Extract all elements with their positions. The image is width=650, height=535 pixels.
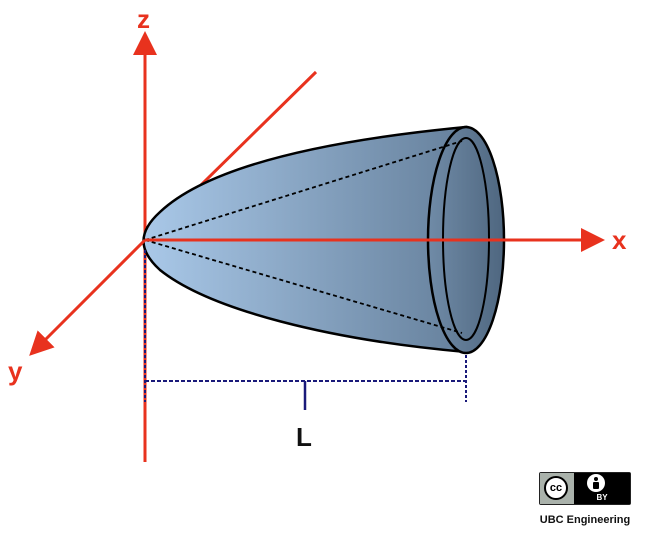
- x-axis-label: x: [612, 225, 627, 255]
- by-label: BY: [596, 493, 608, 502]
- credit-text: UBC Engineering: [539, 514, 631, 526]
- y-axis-label: y: [8, 356, 23, 386]
- attribution-person-icon: [587, 474, 605, 492]
- cc-by-badge: cc BY: [539, 472, 631, 505]
- y-axis: [29, 238, 147, 356]
- dimension-label: L: [296, 422, 312, 452]
- cc-license-badge: cc BY UBC Engineering: [526, 472, 644, 532]
- creative-commons-icon: cc: [544, 476, 568, 500]
- cone-line-lower: [144, 239, 463, 334]
- z-axis-label: z: [137, 4, 150, 34]
- cone-line-upper: [144, 140, 463, 241]
